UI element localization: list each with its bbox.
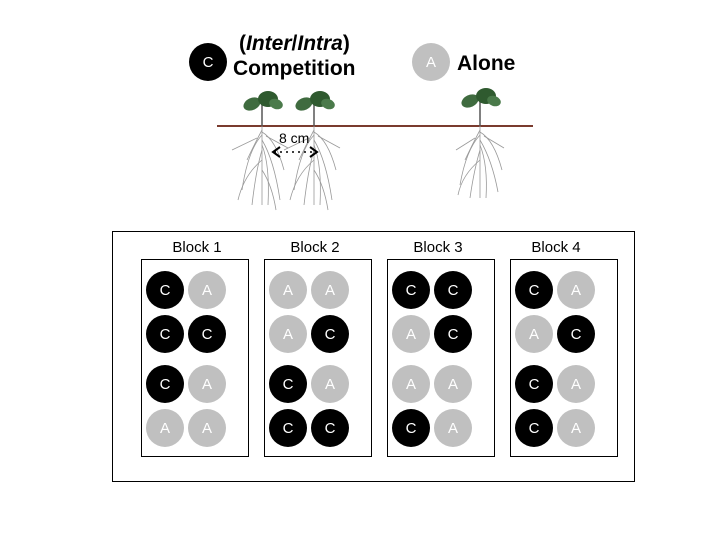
pot-alone: A <box>515 315 553 353</box>
inter-label: Inter <box>246 32 292 55</box>
pot-alone: A <box>269 271 307 309</box>
legend-competition-title: (Inter/Intra) <box>239 32 350 56</box>
legend-competition-marker: C <box>189 43 227 81</box>
legend-alone-label: Alone <box>457 52 516 75</box>
intra-label: Intra <box>297 32 343 55</box>
pot-alone: A <box>434 365 472 403</box>
pot-alone: A <box>188 409 226 447</box>
distance-label: 8 cm <box>279 130 310 146</box>
pot-competition: C <box>434 315 472 353</box>
pot-alone: A <box>311 271 349 309</box>
pot-competition: C <box>146 315 184 353</box>
legend-alone-marker: A <box>412 43 450 81</box>
legend-competition-label: Competition <box>233 57 356 80</box>
plant-illustration <box>217 88 533 211</box>
pot-alone: A <box>146 409 184 447</box>
pot-competition: C <box>434 271 472 309</box>
paren-open: ( <box>239 32 246 55</box>
block-label-4: Block 4 <box>531 239 581 256</box>
pot-competition: C <box>311 409 349 447</box>
blocks-frame <box>112 231 635 482</box>
pot-alone: A <box>434 409 472 447</box>
pot-alone: A <box>269 315 307 353</box>
distance-arrow <box>271 146 319 158</box>
paren-close: ) <box>342 32 350 55</box>
pot-competition: C <box>269 409 307 447</box>
block-label-2: Block 2 <box>290 239 340 256</box>
pot-alone: A <box>557 409 595 447</box>
pot-alone: A <box>557 271 595 309</box>
block-label-3: Block 3 <box>413 239 463 256</box>
pot-competition: C <box>557 315 595 353</box>
pot-competition: C <box>392 409 430 447</box>
plant-competition-right <box>283 91 341 211</box>
legend-competition-symbol: C <box>202 53 214 71</box>
pot-alone: A <box>557 365 595 403</box>
pot-competition: C <box>515 409 553 447</box>
pot-competition: C <box>188 315 226 353</box>
pot-competition: C <box>515 271 553 309</box>
pot-alone: A <box>188 271 226 309</box>
pot-competition: C <box>515 365 553 403</box>
pot-alone: A <box>392 315 430 353</box>
slash: / <box>291 32 298 55</box>
pot-alone: A <box>188 365 226 403</box>
plant-alone <box>455 88 505 199</box>
pot-competition: C <box>146 271 184 309</box>
pot-competition: C <box>311 315 349 353</box>
pot-alone: A <box>392 365 430 403</box>
pot-competition: C <box>146 365 184 403</box>
legend-alone-symbol: A <box>425 53 436 71</box>
pot-alone: A <box>311 365 349 403</box>
pot-competition: C <box>269 365 307 403</box>
pot-competition: C <box>392 271 430 309</box>
plant-competition-left <box>231 91 289 211</box>
block-label-1: Block 1 <box>172 239 222 256</box>
